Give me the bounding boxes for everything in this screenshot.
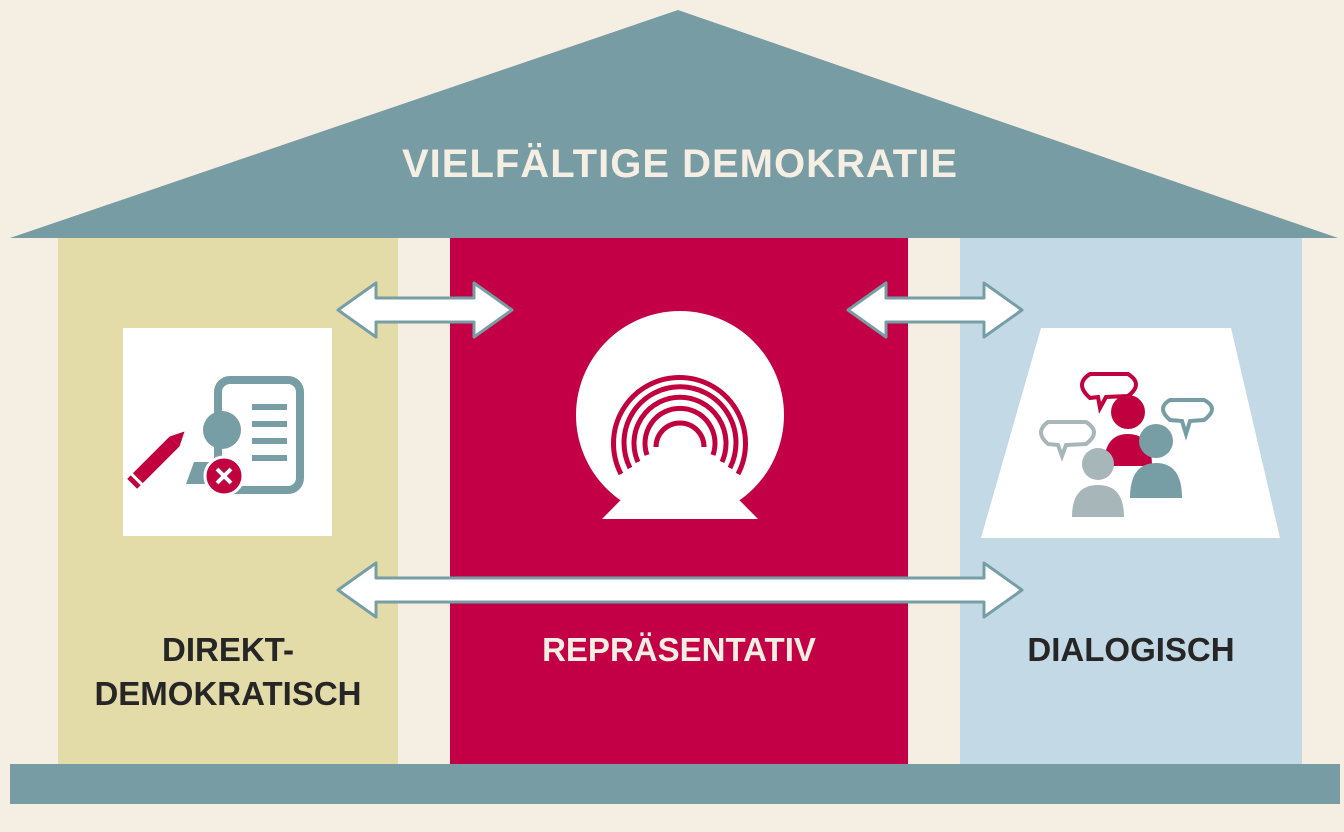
pillar-label-line: DEMOKRATISCH (94, 675, 362, 712)
foundation-base (10, 764, 1340, 804)
arrow-representative-dialogic (846, 281, 1024, 339)
pillar-label-line: REPRÄSENTATIV (542, 631, 816, 668)
pillar-label-dialogic: DIALOGISCH (960, 628, 1302, 672)
arrow-direct-representative (336, 281, 514, 339)
people-dialogue-icon (981, 328, 1280, 538)
arrow-direct-dialogic (336, 561, 1024, 619)
pillar-label-line: DIALOGISCH (1027, 631, 1235, 668)
ballot-document-icon (123, 328, 332, 536)
pillar-label-line: DIREKT- (162, 631, 294, 668)
pillar-label-direct-democratic: DIREKT- DEMOKRATISCH (58, 628, 398, 716)
roof-title: VIELFÄLTIGE DEMOKRATIE (401, 142, 959, 186)
parliament-arc-icon (576, 311, 784, 519)
roof (10, 10, 1338, 238)
pillar-label-representative: REPRÄSENTATIV (450, 628, 908, 672)
